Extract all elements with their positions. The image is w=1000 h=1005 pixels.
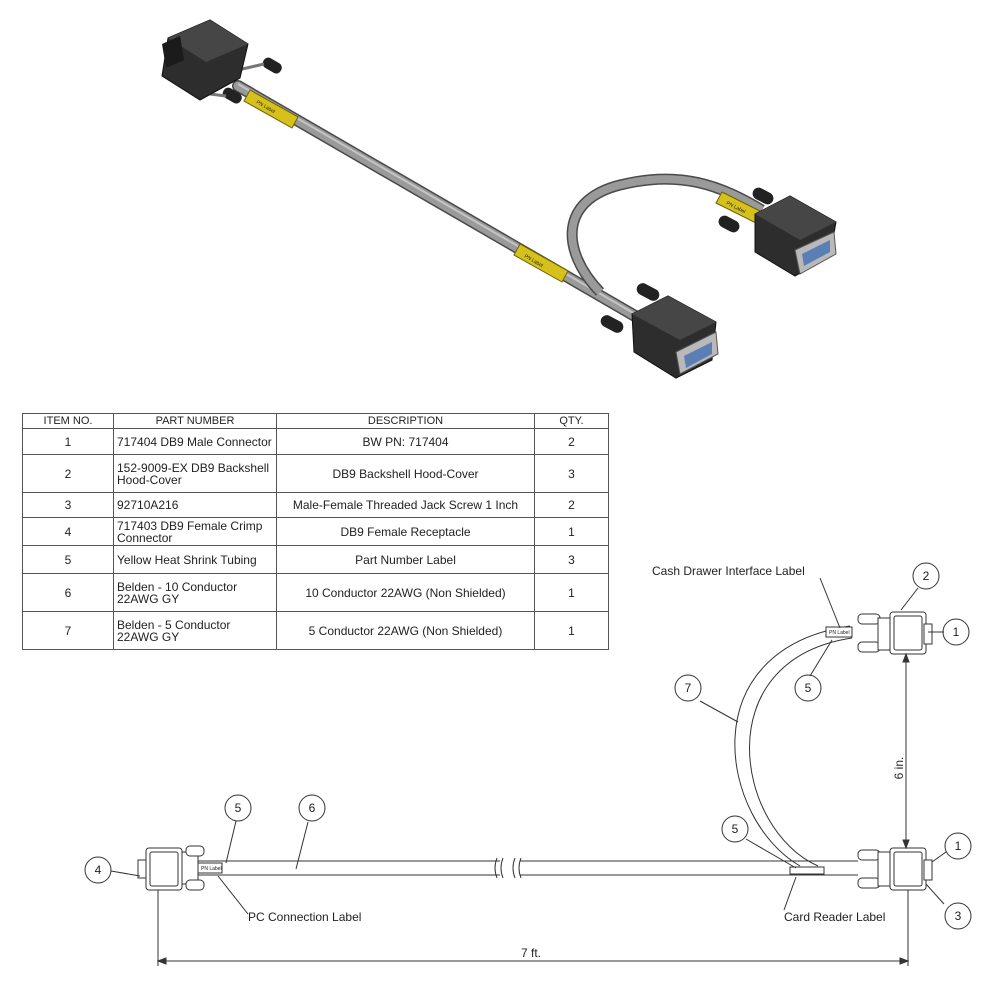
description-cell: DB9 Female Receptacle [276,517,535,546]
part-number-cell: Belden - 5 Conductor 22AWG GY [113,611,277,650]
part-number-cell: 92710A216 [113,492,277,518]
item-no-header: ITEM NO. [22,413,114,429]
bom-row: 2 152-9009-EX DB9 Backshell Hood-Cover D… [22,454,609,493]
isometric-view: PN Label PN Label PN Label [161,19,837,379]
db9-connector-3d [600,283,719,379]
item-no-cell: 7 [22,611,114,650]
qty-cell: 3 [534,454,609,493]
qty-cell: 1 [534,611,609,650]
description-cell: 10 Conductor 22AWG (Non Shielded) [276,573,535,612]
dimension-branch [902,652,910,850]
db9-connector-3d [718,187,837,277]
part-number-cell: 717403 DB9 Female Crimp Connector [113,517,277,546]
bom-row: 3 92710A216 Male-Female Threaded Jack Sc… [22,492,609,518]
plan-view: PN Label PN Label [84,562,972,966]
balloon-1: 1 [953,625,960,639]
pn-label-box: PN Label [825,626,853,638]
balloon-3: 3 [955,909,962,923]
balloon-circles [84,562,972,930]
balloon-2: 2 [923,569,930,583]
branch-offset-dimension: 6 in. [892,757,906,780]
part-number-header: PART NUMBER [113,413,277,429]
balloon-1: 1 [955,839,962,853]
card-reader-label: Card Reader Label [784,910,885,924]
pc-connection-label: PC Connection Label [248,910,361,924]
dimension-overall [156,890,910,966]
description-cell: 5 Conductor 22AWG (Non Shielded) [276,611,535,650]
bom-row: 1 717404 DB9 Male Connector BW PN: 71740… [22,428,609,455]
part-number-cell: Yellow Heat Shrink Tubing [113,545,277,574]
pn-label-box [789,866,825,875]
bom-header-row: ITEM NO. PART NUMBER DESCRIPTION QTY. [22,413,609,429]
branch-cable-3d [566,173,765,296]
heat-shrink-label-3d: PN Label [513,243,569,283]
description-cell: DB9 Backshell Hood-Cover [276,454,535,493]
bill-of-materials-table: ITEM NO. PART NUMBER DESCRIPTION QTY. 1 … [22,413,609,650]
description-cell: Part Number Label [276,545,535,574]
bom-row: 5 Yellow Heat Shrink Tubing Part Number … [22,545,609,574]
db9-male-connector-2d [857,847,933,891]
db9-male-connector-2d [857,611,933,655]
db9-female-connector-2d [137,845,205,891]
part-number-cell: 717404 DB9 Male Connector [113,428,277,455]
leader-lines [110,577,947,915]
description-cell: Male-Female Threaded Jack Screw 1 Inch [276,492,535,518]
main-cable-2d [198,857,858,879]
balloon-5: 5 [732,822,739,836]
qty-cell: 1 [534,573,609,612]
item-no-cell: 3 [22,492,114,518]
item-no-cell: 4 [22,517,114,546]
item-no-cell: 1 [22,428,114,455]
bom-row: 6 Belden - 10 Conductor 22AWG GY 10 Cond… [22,573,609,612]
qty-cell: 2 [534,492,609,518]
qty-cell: 3 [534,545,609,574]
qty-cell: 1 [534,517,609,546]
cash-drawer-label: Cash Drawer Interface Label [652,564,805,578]
svg-text:PN Label: PN Label [829,630,850,636]
balloon-7: 7 [685,681,692,695]
item-no-cell: 6 [22,573,114,612]
qty-cell: 2 [534,428,609,455]
pn-label-box: PN Label [197,862,223,874]
overall-length-dimension: 7 ft. [521,946,541,960]
part-number-cell: Belden - 10 Conductor 22AWG GY [113,573,277,612]
balloon-5: 5 [805,681,812,695]
balloon-6: 6 [309,801,316,815]
db9-connector-3d [161,19,282,104]
branch-cable-2d [734,625,853,867]
description-cell: BW PN: 717404 [276,428,535,455]
description-header: DESCRIPTION [276,413,535,429]
bom-row: 4 717403 DB9 Female Crimp Connector DB9 … [22,517,609,546]
qty-header: QTY. [534,413,609,429]
balloon-4: 4 [95,863,102,877]
main-cable-3d [232,80,648,326]
balloon-5: 5 [235,801,242,815]
item-no-cell: 2 [22,454,114,493]
heat-shrink-label-3d: PN Label [243,89,299,129]
item-no-cell: 5 [22,545,114,574]
part-number-cell: 152-9009-EX DB9 Backshell Hood-Cover [113,454,277,493]
svg-text:PN Label: PN Label [201,866,222,872]
bom-row: 7 Belden - 5 Conductor 22AWG GY 5 Conduc… [22,611,609,650]
